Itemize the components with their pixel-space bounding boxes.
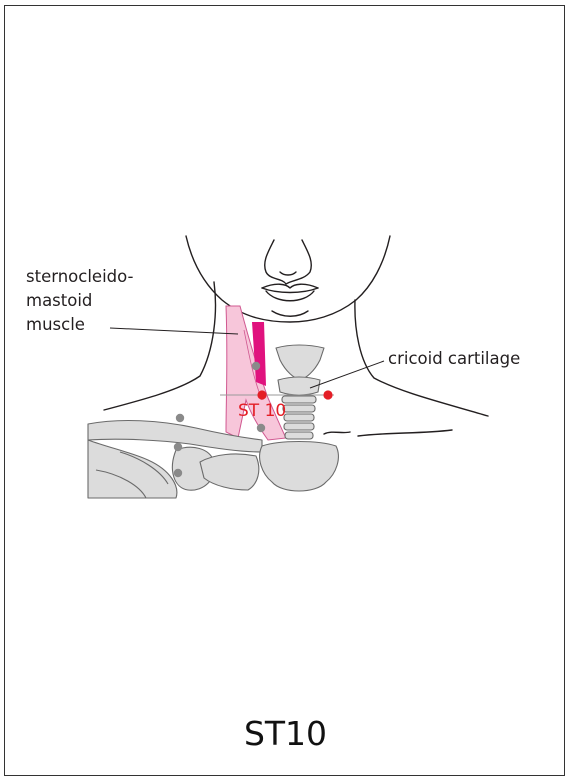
thyroid-cartilage xyxy=(276,345,324,380)
neck-left xyxy=(104,282,215,410)
nose-outline xyxy=(265,240,312,284)
trachea-ring-3 xyxy=(284,414,314,421)
figure-caption: ST10 xyxy=(0,714,571,753)
trachea-ring-5 xyxy=(285,432,313,439)
label-st10-point: ST 10 xyxy=(238,400,286,422)
acupoint-st10 xyxy=(257,390,266,399)
cricoid-cartilage xyxy=(278,377,320,395)
acupoint-marker xyxy=(323,390,332,399)
muscle-leader-line xyxy=(110,328,238,334)
trachea-ring-2 xyxy=(283,405,315,412)
reference-point xyxy=(252,362,260,370)
reference-point xyxy=(176,414,184,422)
label-sternocleidomastoid-line2: mastoid xyxy=(26,290,92,312)
manubrium xyxy=(260,442,339,492)
label-sternocleidomastoid-line1: sternocleido- xyxy=(26,266,133,288)
first-rib-left xyxy=(200,454,259,490)
jaw-outline xyxy=(186,236,390,322)
trachea-ring-1 xyxy=(282,396,316,403)
mouth-upper xyxy=(262,284,318,288)
reference-point xyxy=(174,443,182,451)
reference-point xyxy=(257,424,265,432)
cartilage-leader-line xyxy=(310,361,384,388)
label-cricoid-cartilage: cricoid cartilage xyxy=(388,348,520,370)
reference-point xyxy=(174,469,182,477)
clavicle-right-outline xyxy=(324,430,452,436)
label-sternocleidomastoid-line3: muscle xyxy=(26,314,85,336)
trachea-ring-4 xyxy=(284,423,314,430)
chin-crease xyxy=(272,311,308,316)
scapula-left xyxy=(88,440,177,498)
